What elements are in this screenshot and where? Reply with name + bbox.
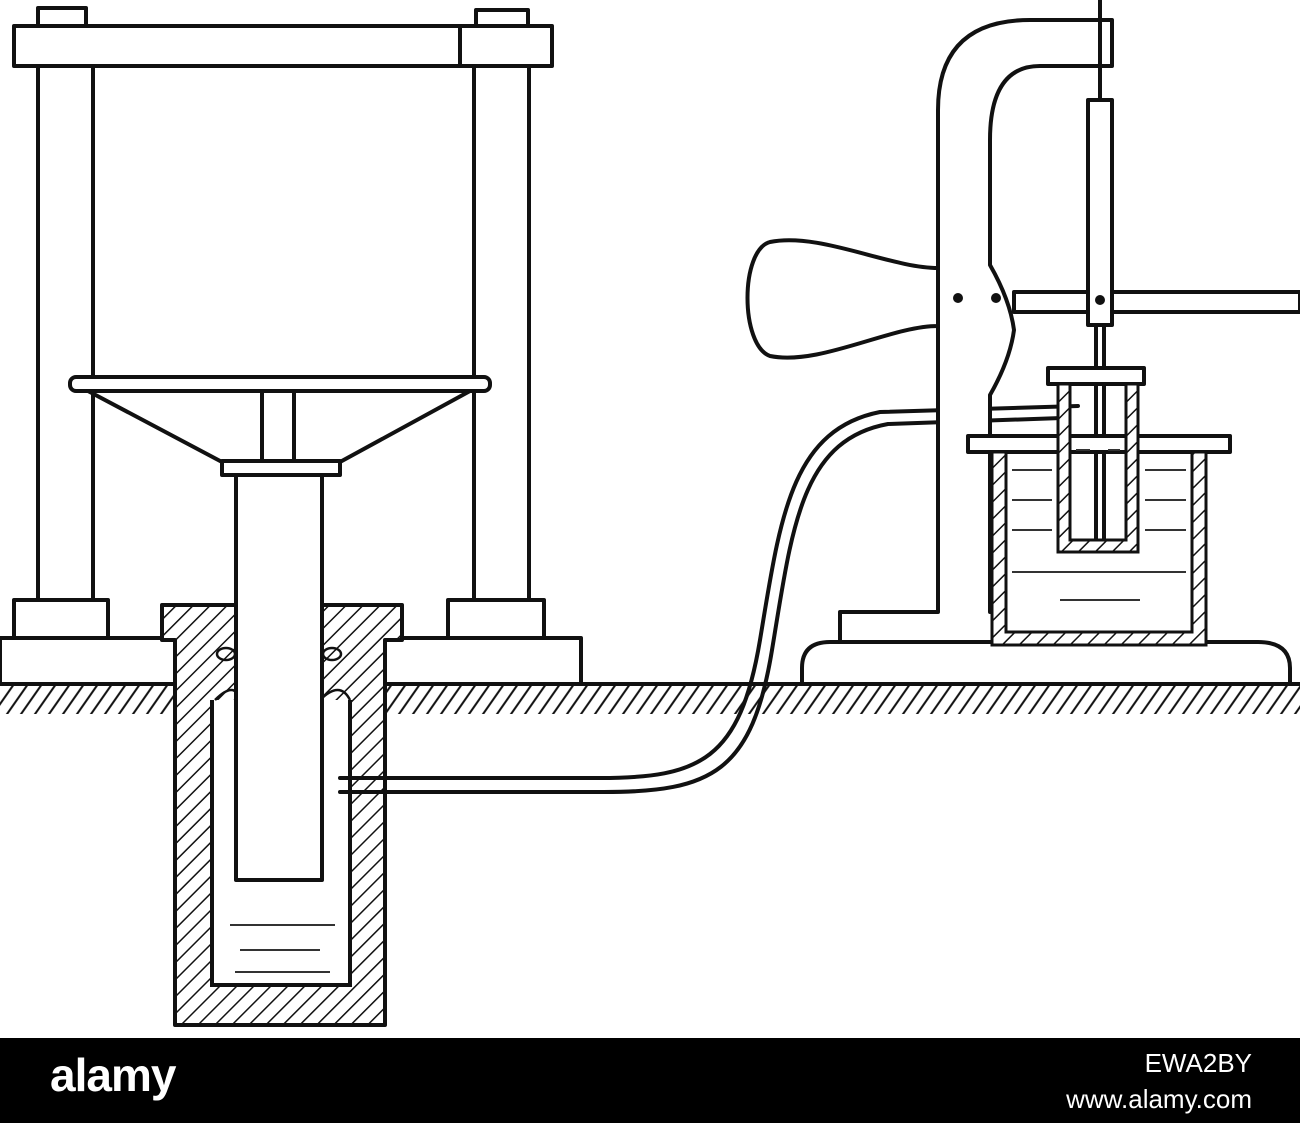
- image-id-label: EWA2BY: [1144, 1048, 1252, 1078]
- press-platen: [68, 375, 492, 477]
- hydraulic-press-engraving: [0, 0, 1300, 1027]
- connecting-pipe: [338, 404, 1080, 794]
- alamy-logo[interactable]: alamy: [50, 1049, 176, 1101]
- press-ram: [234, 473, 324, 882]
- press-frame: [0, 6, 583, 686]
- ground: [0, 682, 1300, 714]
- reservoir: [966, 366, 1232, 647]
- stock-watermark-banner: alamy EWA2BY www.alamy.com: [0, 1038, 1300, 1123]
- site-url-link[interactable]: www.alamy.com: [1066, 1084, 1252, 1114]
- gauge-stand: [745, 0, 1300, 686]
